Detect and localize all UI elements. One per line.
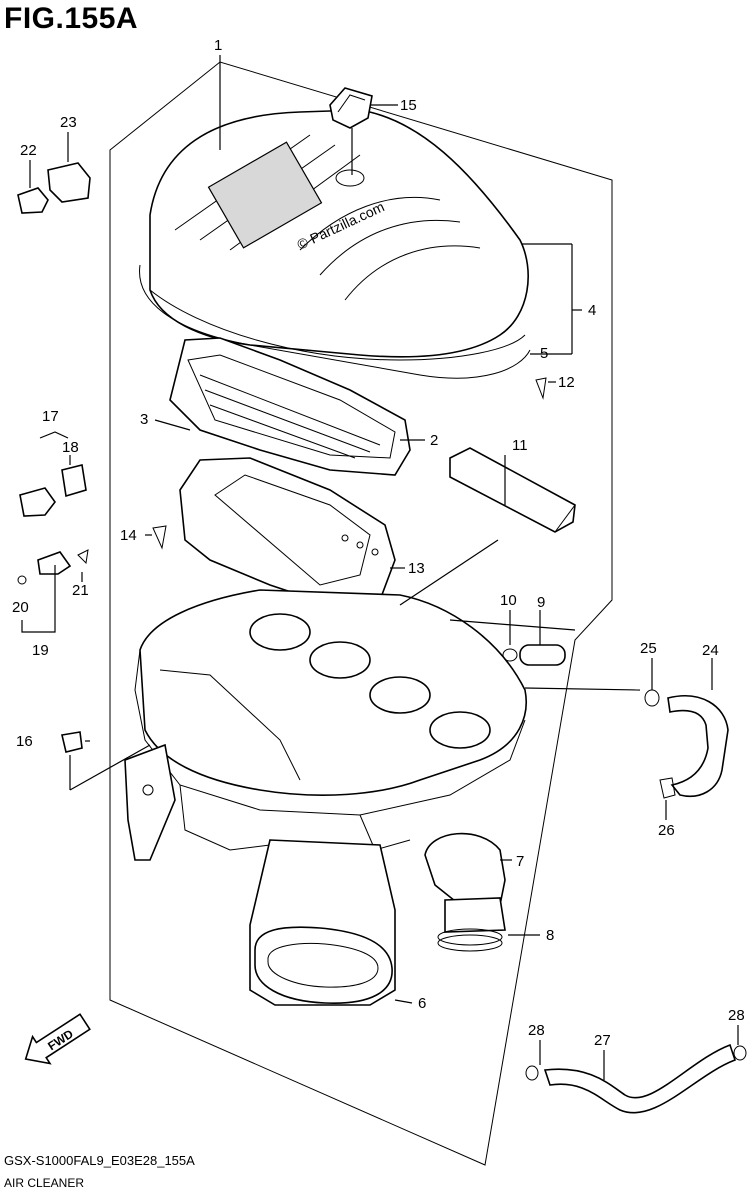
- model-code: GSX-S1000FAL9_E03E28_155A: [4, 1153, 195, 1168]
- callout-5: 5: [540, 345, 548, 362]
- breather-hose-part: [644, 689, 729, 799]
- callout-12: 12: [558, 374, 575, 391]
- callout-8: 8: [546, 927, 554, 944]
- callout-17: 17: [42, 408, 59, 425]
- callout-11: 11: [512, 437, 528, 454]
- callout-28-right: 28: [728, 1007, 745, 1024]
- callout-14: 14: [120, 527, 137, 544]
- callout-4: 4: [588, 302, 596, 319]
- callout-15: 15: [400, 97, 417, 114]
- callout-27: 27: [594, 1032, 611, 1049]
- callout-13: 13: [408, 560, 425, 577]
- figure-caption: AIR CLEANER: [4, 1176, 85, 1190]
- callout-24: 24: [702, 642, 719, 659]
- callout-19: 19: [32, 642, 49, 659]
- foam-block-part: [449, 447, 576, 533]
- callout-6: 6: [418, 995, 426, 1012]
- callout-2: 2: [430, 432, 438, 449]
- air-cleaner-cover-part: [139, 109, 531, 379]
- assembly-frame: [109, 61, 613, 1166]
- callout-1: 1: [214, 37, 222, 54]
- funnel-part: [424, 832, 506, 952]
- leader-lines: [21, 55, 739, 1080]
- callout-9: 9: [537, 594, 545, 611]
- callout-20: 20: [12, 599, 29, 616]
- callout-16: 16: [16, 733, 33, 750]
- callout-21: 21: [72, 582, 89, 599]
- cover-cap-part: [329, 87, 373, 129]
- clip-parts: [17, 162, 547, 753]
- inlet-duct-part: [179, 457, 396, 606]
- callout-7: 7: [516, 853, 524, 870]
- callout-10: 10: [500, 592, 517, 609]
- callout-26: 26: [658, 822, 675, 839]
- mount-bracket-part: [124, 743, 176, 861]
- plug-part: [502, 644, 566, 666]
- callout-28-left: 28: [528, 1022, 545, 1039]
- forward-direction-icon: FWD: [24, 1013, 91, 1065]
- lower-duct-part: [249, 839, 396, 1006]
- drain-hose-part: [525, 1043, 747, 1114]
- callout-22: 22: [20, 142, 37, 159]
- figure-title: FIG.155A: [4, 2, 139, 35]
- callout-23: 23: [60, 114, 77, 131]
- callout-18: 18: [62, 439, 79, 456]
- filter-element-part: [169, 337, 411, 476]
- air-box-case-part: [134, 589, 527, 851]
- callout-3: 3: [140, 411, 148, 428]
- callout-labels: 1 15 23 22 4 5 12 17 3 2 11 18 14 13 21 …: [12, 37, 745, 1049]
- callout-25: 25: [640, 640, 657, 657]
